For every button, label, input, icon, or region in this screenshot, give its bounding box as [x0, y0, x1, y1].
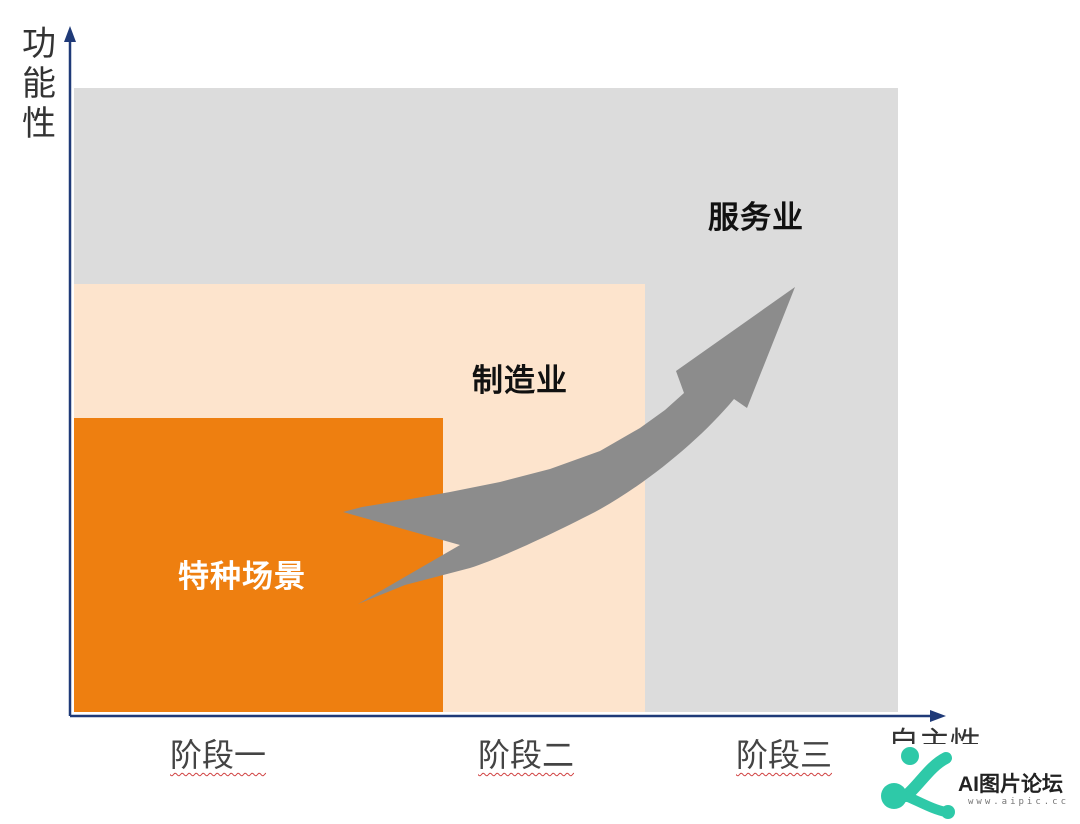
watermark-text: AI图片论坛 — [958, 773, 1063, 796]
special-scenario-zone — [74, 418, 443, 712]
stage-label-2: 阶段二 — [478, 736, 575, 774]
manufacturing-label: 制造业 — [472, 363, 568, 399]
stage-label-1: 阶段一 — [170, 736, 267, 774]
y-axis-label: 功能性 — [22, 24, 56, 144]
x-axis-label: 自主性 — [888, 726, 981, 744]
watermark-logo-icon — [881, 747, 955, 819]
y-axis-arrowhead — [64, 26, 76, 42]
growth-arrow-icon — [343, 287, 795, 604]
service-label: 服务业 — [708, 200, 804, 236]
stage-label-3: 阶段三 — [736, 736, 833, 774]
watermark-subtext: www.aipic.cc — [968, 797, 1070, 807]
special-scenario-label: 特种场景 — [178, 559, 306, 595]
x-axis-arrowhead — [930, 710, 946, 722]
